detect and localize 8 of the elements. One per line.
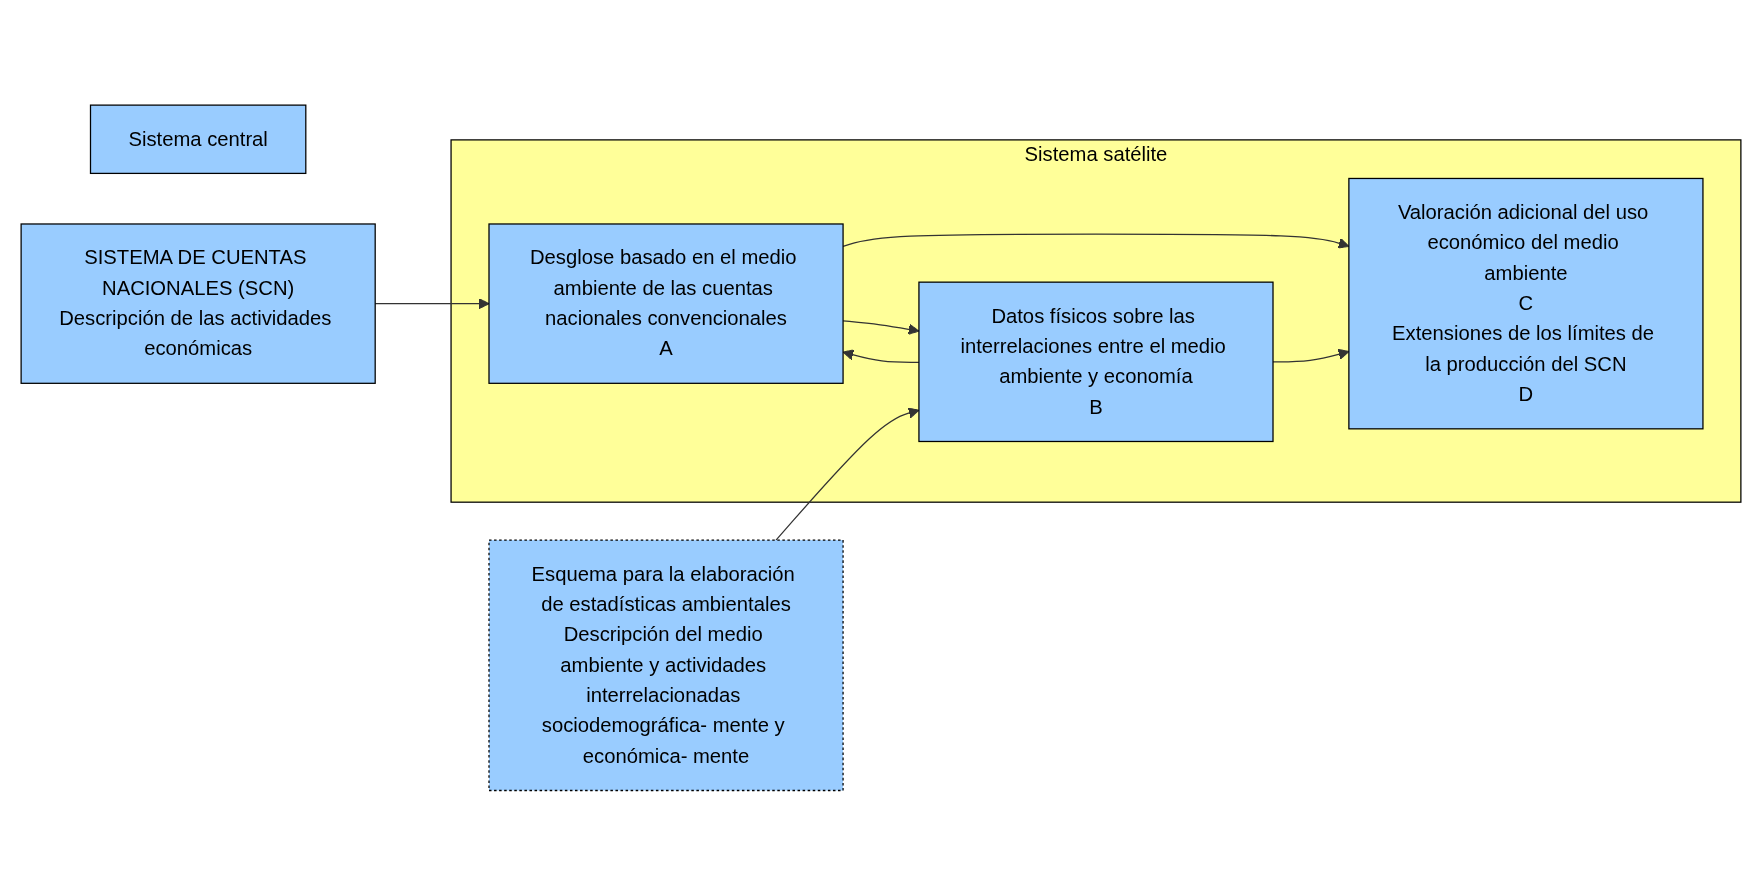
node-box	[20, 223, 376, 385]
flowchart-drawing: Sistema satélite Sistema central SISTEMA DE CUENTAS NACIONALES (SCN) Descripción de las actividades económicas Desglose basado en el medio ambiente de las cuentas nacionales convencionales A Valoración adicional del uso económico del medio ambiente C Extensiones de los límites de la producción del SCN D Datos físicos sobre las interrelaciones entre el medio ambiente y economía B Esquema para la elaboración de estadísticas ambientales Descripción del medio ambiente y actividades interrelacionadas sociodemográfica- mente y económica- mente	[11, 95, 1751, 801]
node-box	[918, 281, 1274, 443]
node-box	[488, 539, 844, 792]
node-box	[1348, 178, 1704, 430]
node-box	[488, 223, 844, 385]
cluster	[450, 139, 1742, 503]
node-box	[89, 104, 307, 175]
